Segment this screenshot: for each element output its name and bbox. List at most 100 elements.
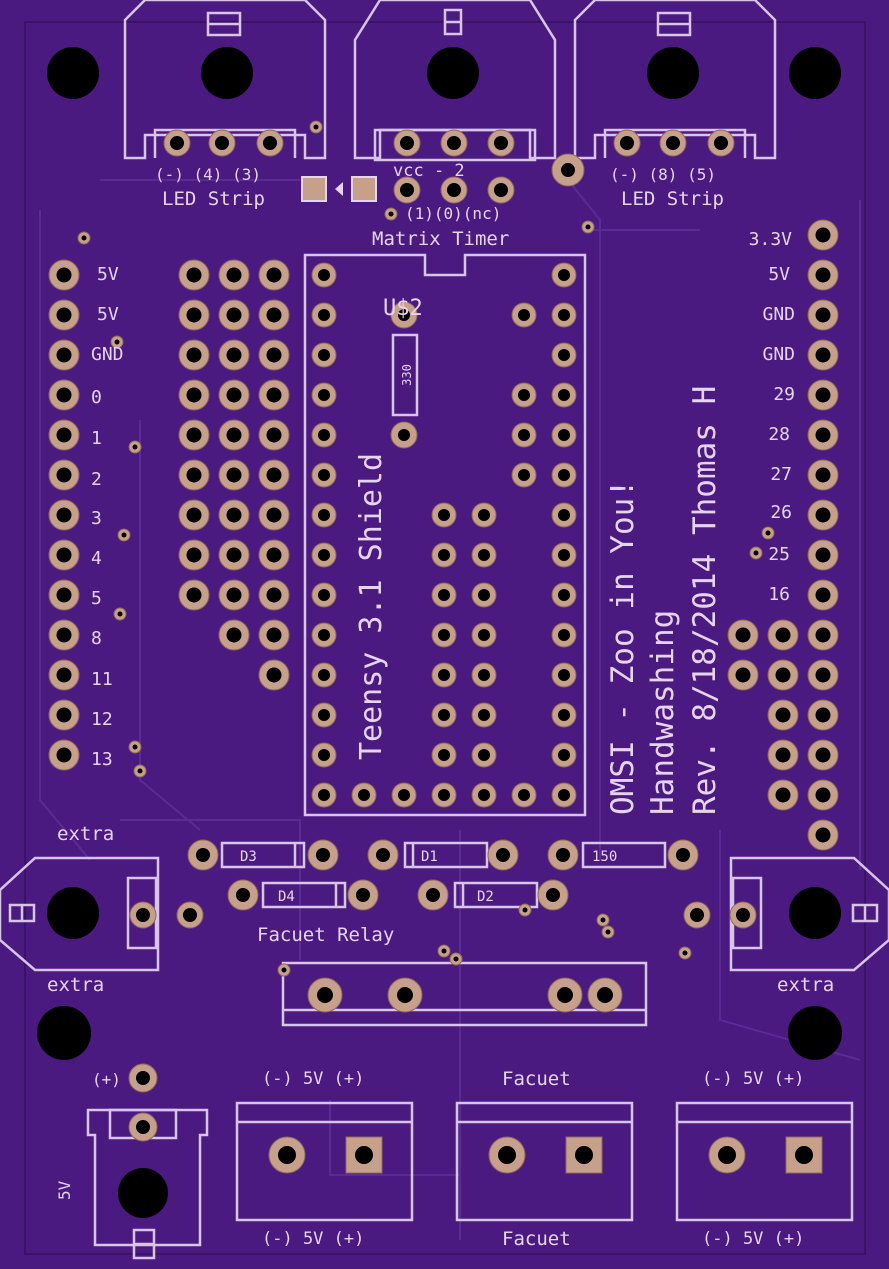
pad-drill <box>266 547 282 563</box>
left-header-label: 5 <box>91 588 102 609</box>
left-header-label: 3 <box>91 508 102 529</box>
pad-drill <box>266 467 282 483</box>
mounting-hole <box>37 1006 91 1060</box>
pad-drill <box>266 387 282 403</box>
pad-drill <box>815 467 831 483</box>
pad-drill <box>186 507 202 523</box>
via-drill <box>121 532 127 538</box>
pad-drill <box>438 789 450 801</box>
pad-drill <box>815 827 831 843</box>
pad-drill <box>266 627 282 643</box>
pad-drill <box>266 267 282 283</box>
matrix-timer-label: Matrix Timer <box>372 228 509 250</box>
left-header-label: 12 <box>91 709 113 730</box>
via-drill <box>81 235 87 241</box>
pad-drill <box>56 587 72 603</box>
via-drill <box>281 967 287 973</box>
pad-drill <box>447 136 461 150</box>
pad-drill <box>558 629 570 641</box>
pad-drill <box>478 789 490 801</box>
pad-drill <box>186 547 202 563</box>
pad-drill <box>558 669 570 681</box>
pad-drill <box>56 387 72 403</box>
mounting-hole <box>201 47 253 99</box>
right-header-label: 25 <box>768 544 790 565</box>
pad-drill <box>318 669 330 681</box>
pad-drill <box>558 309 570 321</box>
smd-capacitor <box>301 176 377 202</box>
led-strip-left-pins: (-) (4) (3) <box>155 165 261 184</box>
pad-drill <box>318 509 330 521</box>
screw-terminals <box>235 1101 854 1222</box>
teensy-label: Teensy 3.1 Shield <box>354 453 389 760</box>
pad-drill <box>557 987 573 1003</box>
pad-drill <box>438 629 450 641</box>
pad-drill <box>558 789 570 801</box>
left-header-label: 11 <box>91 669 113 690</box>
pad-drill <box>266 347 282 363</box>
pad-drill <box>666 136 680 150</box>
pad-drill <box>278 1146 296 1164</box>
pad-drill <box>56 667 72 683</box>
diode-d4-label: D4 <box>278 889 295 905</box>
right-header-label: 26 <box>770 502 792 523</box>
left-header-label: 2 <box>91 469 102 490</box>
left-header-label: 0 <box>91 387 102 408</box>
pad-drill <box>400 183 414 197</box>
pad-drill <box>196 848 210 862</box>
pad-drill <box>426 888 440 902</box>
pad-drill <box>478 749 490 761</box>
pad-drill <box>438 509 450 521</box>
pad-drill <box>317 987 333 1003</box>
pad-drill <box>186 467 202 483</box>
pad-drill <box>546 888 560 902</box>
pad-drill <box>318 349 330 361</box>
left-header-label: 13 <box>91 749 113 770</box>
pad-drill <box>266 507 282 523</box>
left-header-label: GND <box>91 344 124 365</box>
pad-drill <box>318 749 330 761</box>
resistor-330-label: 330 <box>400 364 414 386</box>
pad-drill <box>398 429 410 441</box>
pad-drill <box>186 387 202 403</box>
pad-drill <box>518 429 530 441</box>
extra-label-bottom-left: extra <box>47 974 104 996</box>
pad-drill <box>815 347 831 363</box>
pad-drill <box>718 1146 736 1164</box>
pad-drill <box>620 136 634 150</box>
pad-drill <box>356 888 370 902</box>
pad-drill <box>438 549 450 561</box>
pad-drill <box>318 589 330 601</box>
barrel-5v-label: 5V <box>55 1180 74 1200</box>
via-drill <box>585 224 591 230</box>
pad-drill <box>226 347 242 363</box>
pad-drill <box>498 1146 516 1164</box>
pad-drill <box>558 589 570 601</box>
left-header-label: 4 <box>91 548 102 569</box>
mounting-hole <box>427 47 479 99</box>
right-header-label: 27 <box>770 464 792 485</box>
pad-drill <box>438 589 450 601</box>
pad-drill <box>226 507 242 523</box>
pad-drill <box>690 908 704 922</box>
pad-drill <box>316 848 330 862</box>
pad-drill <box>558 749 570 761</box>
left-header-label: 8 <box>91 628 102 649</box>
facuet-relay-label: Facuet Relay <box>257 924 394 946</box>
mounting-hole <box>788 1006 842 1060</box>
right-header-labels: 3.3V 5V GND GND 29 28 27 26 25 16 <box>749 229 795 605</box>
pad-drill <box>226 427 242 443</box>
pad-drill <box>815 547 831 563</box>
pad-drill <box>318 269 330 281</box>
pad-drill <box>266 587 282 603</box>
u2-label: U$2 <box>383 296 423 321</box>
right-header-label: GND <box>762 304 795 325</box>
pad-drill <box>318 709 330 721</box>
pad-drill <box>558 549 570 561</box>
pad-drill <box>815 267 831 283</box>
pad-drill <box>56 467 72 483</box>
pad-drill <box>186 307 202 323</box>
pad-drill <box>815 387 831 403</box>
via-drill <box>522 907 528 913</box>
